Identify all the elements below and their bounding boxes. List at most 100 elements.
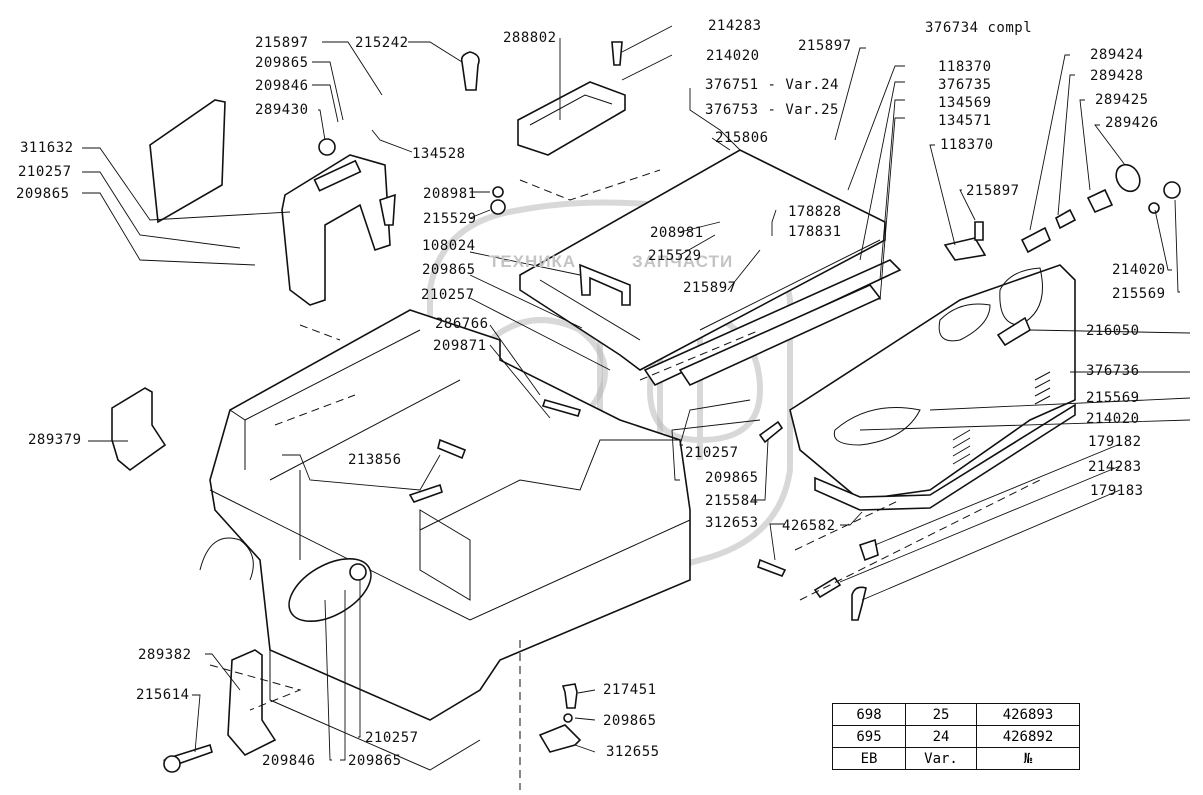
part-289425-cone xyxy=(1086,188,1114,214)
part-215614-bolt-head xyxy=(163,755,181,773)
table-row: 695 24 426892 xyxy=(832,725,1080,748)
label-215584: 215584 xyxy=(705,493,759,509)
label-209865: 209865 xyxy=(348,753,402,769)
label-179183: 179183 xyxy=(1090,483,1144,499)
label-209846: 209846 xyxy=(255,78,309,94)
vent-louvers-2 xyxy=(952,429,971,465)
label-214020: 214020 xyxy=(1086,411,1140,427)
part-179183-latch xyxy=(851,586,867,621)
part-426582-strip xyxy=(814,403,1076,511)
label-209871: 209871 xyxy=(433,338,487,354)
part-376751-plate xyxy=(519,149,886,371)
part-289428-insert xyxy=(1054,208,1077,230)
part-214020-ring xyxy=(1148,202,1160,214)
cell-eb: 698 xyxy=(832,703,906,726)
cell-no: 426892 xyxy=(976,725,1080,748)
cell-var: 25 xyxy=(905,703,977,726)
label-311632: 311632 xyxy=(20,140,74,156)
label-210257: 210257 xyxy=(685,445,739,461)
table-row: 698 25 426893 xyxy=(832,703,1080,726)
watermark-text-right: ЗАПЧАСТИ xyxy=(632,252,734,271)
label-215614: 215614 xyxy=(136,687,190,703)
label-289379: 289379 xyxy=(28,432,82,448)
part-214283-pin-upper xyxy=(611,41,623,66)
part-213856-bolts xyxy=(408,438,467,503)
part-108024-handle xyxy=(579,263,631,306)
header-no: № xyxy=(976,747,1080,770)
part-311632-panel xyxy=(149,99,226,224)
label-215897: 215897 xyxy=(255,35,309,51)
part-376736-housing xyxy=(789,264,1076,501)
part-215529-nut xyxy=(490,199,506,215)
leader-lines xyxy=(82,25,1191,761)
label-376734-compl: 376734 compl xyxy=(925,20,1033,36)
label-215569: 215569 xyxy=(1086,390,1140,406)
label-376751-var24: 376751 - Var.24 xyxy=(705,77,839,93)
label-376736: 376736 xyxy=(1086,363,1140,379)
label-215242: 215242 xyxy=(355,35,409,51)
part-312653-pin xyxy=(757,558,787,578)
label-209865: 209865 xyxy=(255,55,309,71)
label-209865: 209865 xyxy=(422,262,476,278)
part-179182-knob xyxy=(858,538,879,562)
label-134528: 134528 xyxy=(412,146,466,162)
vent-louvers-1 xyxy=(1034,371,1051,405)
label-286766: 286766 xyxy=(435,316,489,332)
part-376735-rail xyxy=(643,259,902,387)
label-312653: 312653 xyxy=(705,515,759,531)
label-214020: 214020 xyxy=(706,48,760,64)
part-289430-knob xyxy=(318,138,336,156)
label-217451: 217451 xyxy=(603,682,657,698)
header-var: Var. xyxy=(905,747,977,770)
label-209865: 209865 xyxy=(705,470,759,486)
label-426582: 426582 xyxy=(782,518,836,534)
label-208981: 208981 xyxy=(650,225,704,241)
label-289424: 289424 xyxy=(1090,47,1144,63)
label-178831: 178831 xyxy=(788,224,842,240)
label-289426: 289426 xyxy=(1105,115,1159,131)
table-header-row: EB Var. № xyxy=(832,747,1080,770)
label-178828: 178828 xyxy=(788,204,842,220)
label-134571: 134571 xyxy=(938,113,992,129)
watermark-text-left: ТЕХНИКА xyxy=(489,252,577,271)
part-289382-bracket xyxy=(227,649,277,756)
label-289382: 289382 xyxy=(138,647,192,663)
part-cover-slots xyxy=(313,159,362,192)
part-118370-bracket xyxy=(943,237,987,261)
label-312655: 312655 xyxy=(606,744,660,760)
cell-var: 24 xyxy=(905,725,977,748)
part-215897-bolt-upper xyxy=(379,193,396,226)
part-215897-bolt xyxy=(974,221,984,241)
label-215529: 215529 xyxy=(423,211,477,227)
part-286766-bolt xyxy=(541,399,582,417)
part-208981-washer xyxy=(492,186,504,198)
part-cover-bracket xyxy=(281,154,391,306)
label-215897: 215897 xyxy=(966,183,1020,199)
label-376735: 376735 xyxy=(938,77,992,93)
part-289426-gasket xyxy=(1115,163,1141,193)
label-209865: 209865 xyxy=(603,713,657,729)
label-214283: 214283 xyxy=(1088,459,1142,475)
label-214283: 214283 xyxy=(708,18,762,34)
label-216050: 216050 xyxy=(1086,323,1140,339)
label-134569: 134569 xyxy=(938,95,992,111)
variant-table: 698 25 426893 695 24 426892 EB Var. № xyxy=(832,703,1080,770)
label-289425: 289425 xyxy=(1095,92,1149,108)
label-214020: 214020 xyxy=(1112,262,1166,278)
label-215897: 215897 xyxy=(683,280,737,296)
cell-eb: 695 xyxy=(832,725,906,748)
part-289424-bushing xyxy=(1020,226,1052,254)
label-210257: 210257 xyxy=(18,164,72,180)
label-213856: 213856 xyxy=(348,452,402,468)
part-214283-pin xyxy=(813,576,842,599)
header-eb: EB xyxy=(832,747,906,770)
part-288802-housing xyxy=(517,81,626,156)
part-209865-washer xyxy=(563,713,573,723)
label-179182: 179182 xyxy=(1088,434,1142,450)
label-376753-var25: 376753 - Var.25 xyxy=(705,102,839,118)
label-289430: 289430 xyxy=(255,102,309,118)
cell-no: 426893 xyxy=(976,703,1080,726)
label-210257: 210257 xyxy=(365,730,419,746)
part-312655-hinge xyxy=(538,724,582,753)
